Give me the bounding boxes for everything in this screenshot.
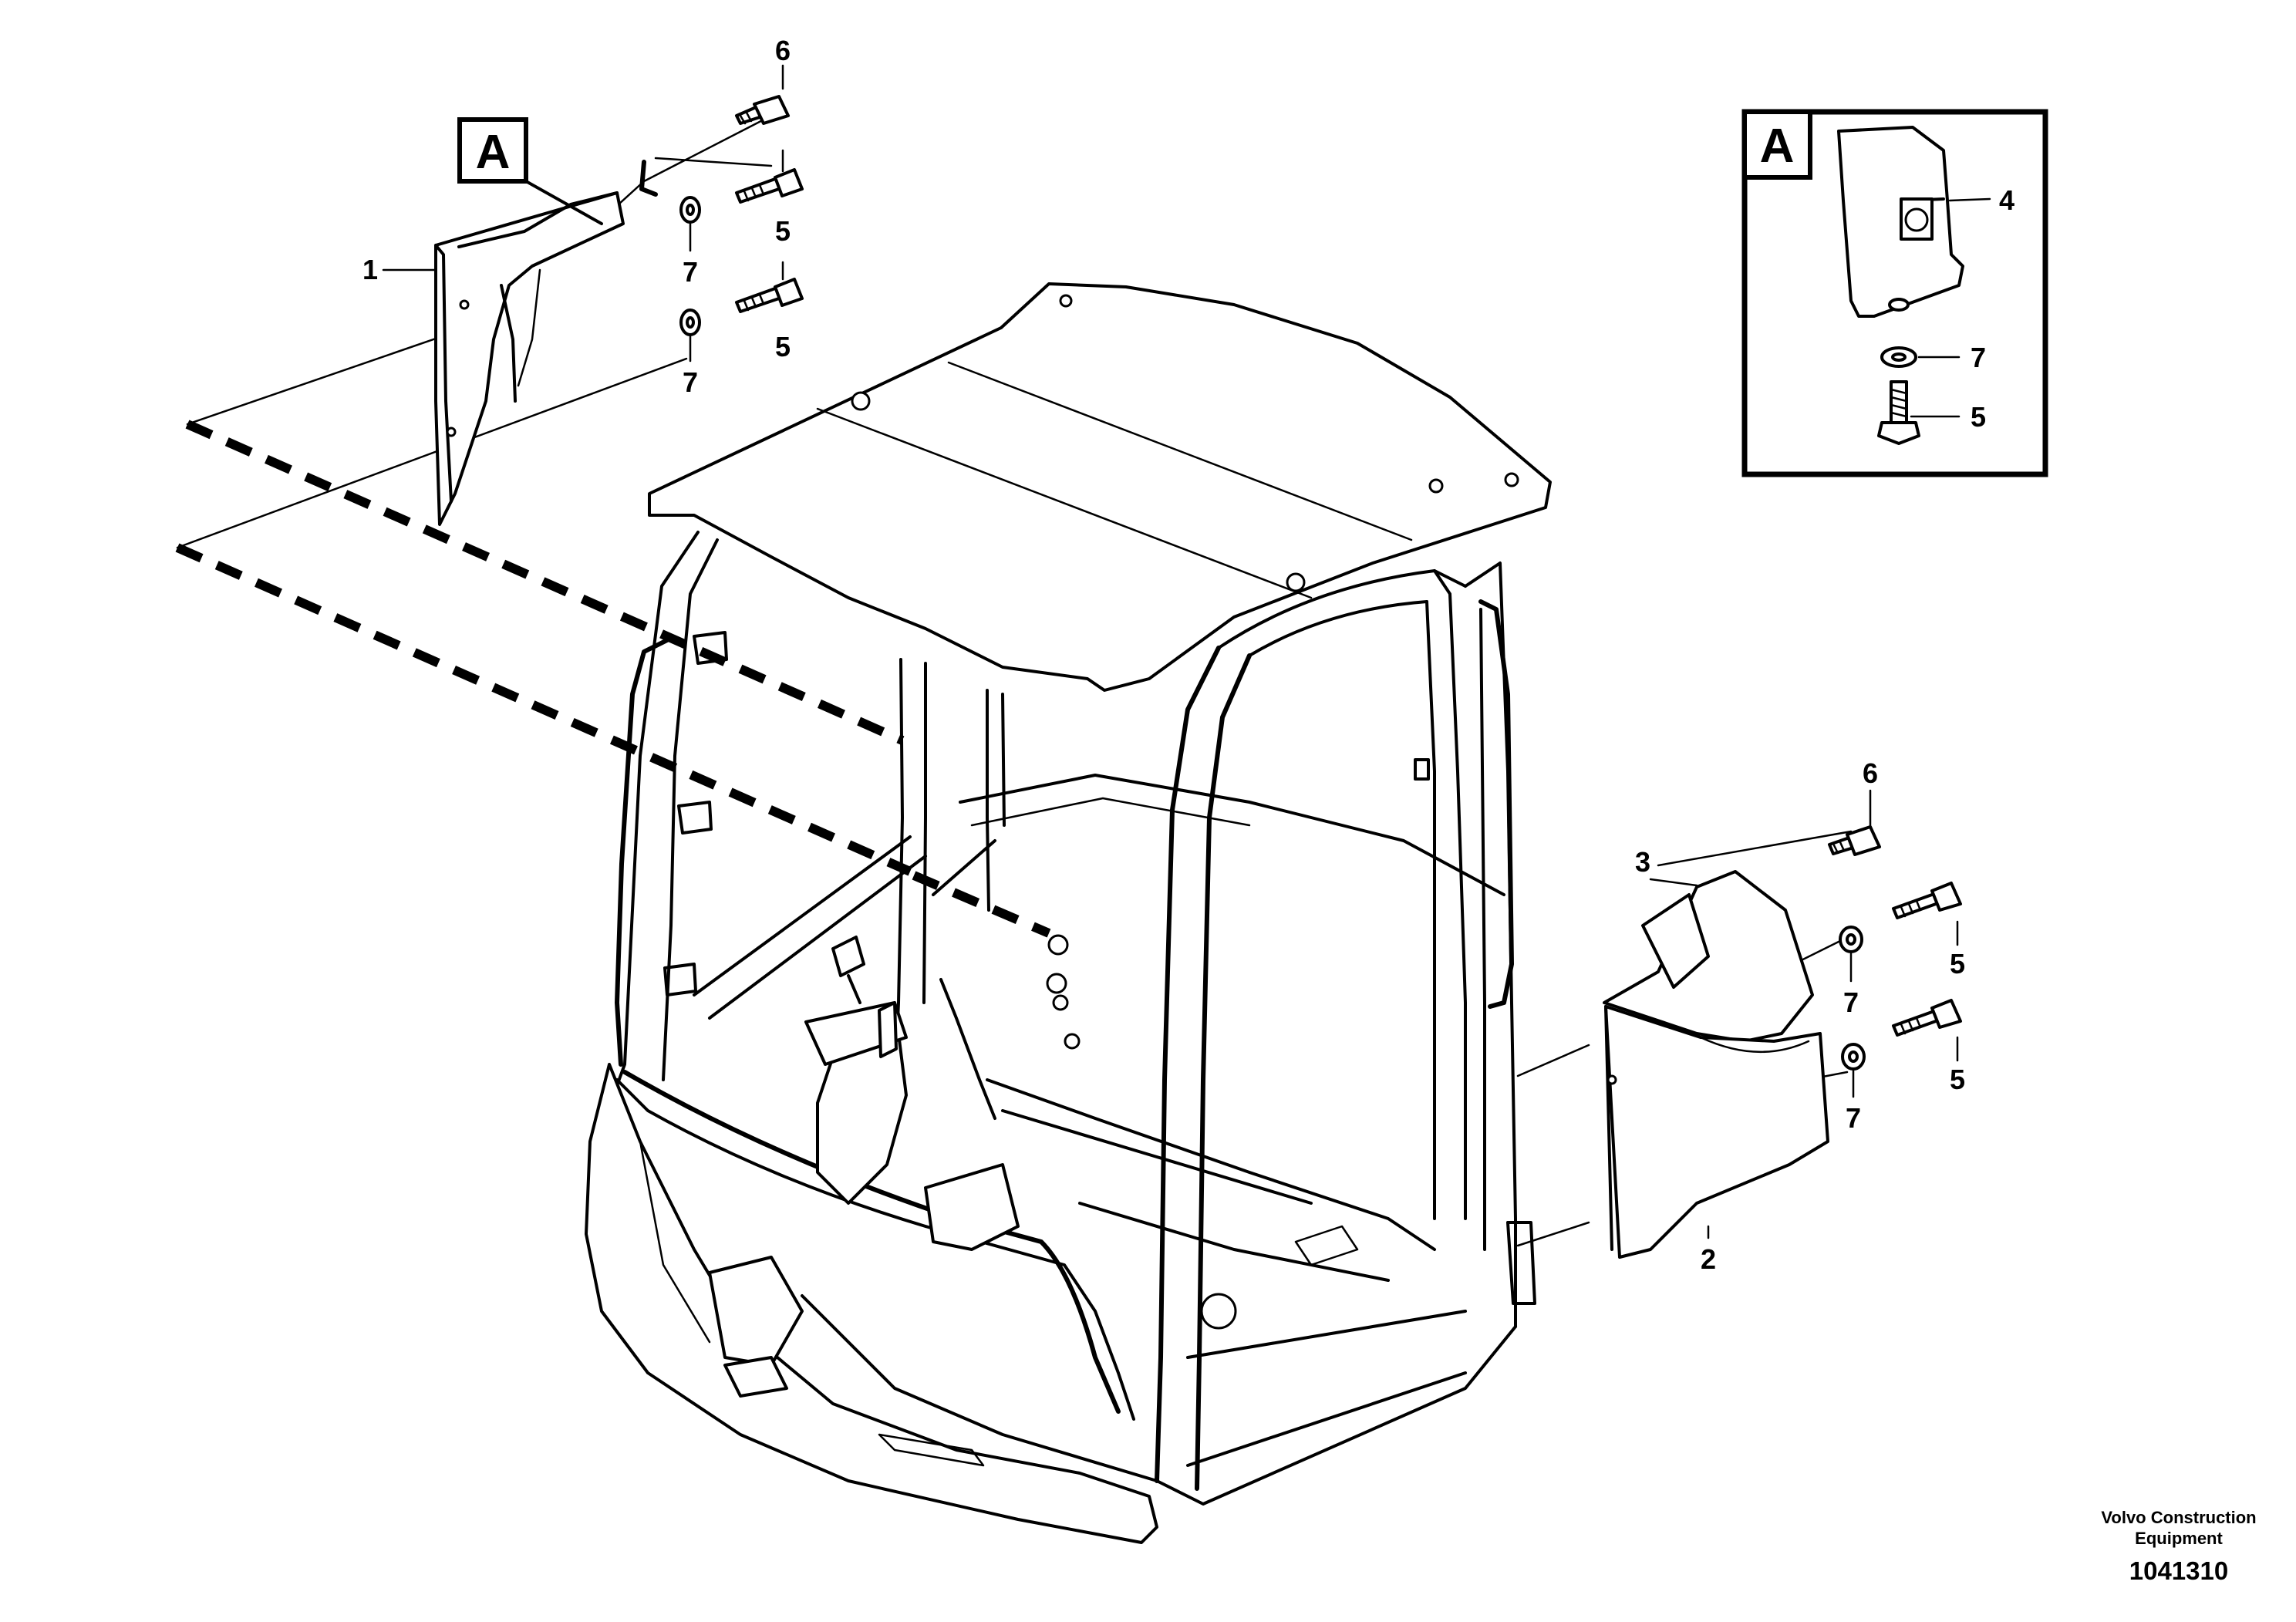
mount-hole bbox=[1046, 973, 1067, 994]
callout-7-detail: 7 bbox=[1971, 342, 1986, 373]
callout-5-right-lower: 5 bbox=[1950, 1064, 1965, 1095]
callout-6-right: 6 bbox=[1863, 757, 1878, 789]
callout-7-lower: 7 bbox=[683, 366, 698, 398]
callout-2: 2 bbox=[1701, 1243, 1716, 1275]
svg-text:A: A bbox=[1760, 120, 1795, 173]
bolt-6-top bbox=[735, 95, 790, 125]
document-number: 1041310 bbox=[2129, 1556, 2228, 1585]
callout-3: 3 bbox=[1635, 846, 1650, 878]
fasteners-right bbox=[1828, 825, 1962, 1071]
floor-hole bbox=[1200, 1293, 1237, 1330]
bolt-5-right-upper bbox=[1892, 882, 1962, 919]
bolt-5-upper bbox=[735, 168, 804, 204]
callout-5-upper: 5 bbox=[775, 215, 791, 247]
pedal-bracket bbox=[924, 1163, 1020, 1251]
roof-bolt bbox=[1286, 572, 1306, 592]
callout-7-upper: 7 bbox=[683, 256, 698, 288]
callout-labels: 1 6 5 7 5 7 4 7 5 6 3 5 7 5 7 2 bbox=[362, 35, 2014, 1275]
callout-7-right-upper: 7 bbox=[1843, 986, 1859, 1018]
mount-hole bbox=[1047, 934, 1069, 956]
callout-5-lower: 5 bbox=[775, 331, 791, 363]
cab-floor bbox=[801, 1294, 1517, 1506]
steering-column bbox=[816, 1032, 908, 1205]
mount-hole bbox=[1052, 994, 1069, 1011]
svg-text:A: A bbox=[476, 126, 511, 179]
part-2-right-cover bbox=[1603, 870, 1829, 1259]
roof-bolt bbox=[1059, 294, 1073, 308]
callout-5-detail: 5 bbox=[1971, 401, 1986, 433]
callout-5-right-upper: 5 bbox=[1950, 948, 1965, 980]
right-side-frame bbox=[1464, 561, 1517, 1328]
roof-bolt bbox=[1428, 478, 1444, 494]
bolt-5-lower bbox=[735, 278, 804, 313]
brand-line-1: Volvo Construction bbox=[2101, 1508, 2256, 1527]
brand-line-2: Equipment bbox=[2135, 1529, 2223, 1548]
roof-bolt bbox=[851, 391, 871, 411]
callout-leaders bbox=[382, 64, 1959, 1239]
right-handrail bbox=[1478, 599, 1514, 1009]
part-1-left-cover bbox=[434, 191, 625, 526]
bolt-6-right bbox=[1828, 825, 1881, 856]
callout-6-top: 6 bbox=[775, 35, 791, 66]
right-front-pillar bbox=[1155, 646, 1221, 1483]
alignment-lines bbox=[175, 110, 1853, 1247]
callout-4: 4 bbox=[1999, 184, 2014, 216]
footer: Volvo Construction Equipment 1041310 bbox=[2101, 1508, 2256, 1585]
cab-roof bbox=[648, 282, 1552, 692]
callout-1: 1 bbox=[362, 254, 378, 285]
left-handrail bbox=[615, 638, 669, 1067]
roof-bolt bbox=[1504, 472, 1519, 487]
detail-ref-a: A bbox=[457, 117, 603, 225]
detail-view-a: A bbox=[1741, 109, 2048, 477]
bolt-5-right-lower bbox=[1892, 999, 1962, 1037]
bolt-5-detail bbox=[1877, 380, 1920, 445]
fasteners-top-left bbox=[679, 95, 804, 336]
left-side-frame bbox=[606, 531, 700, 1112]
cab-frame bbox=[585, 282, 1552, 1544]
callout-7-right-lower: 7 bbox=[1846, 1102, 1861, 1134]
mount-hole bbox=[1064, 1033, 1081, 1050]
